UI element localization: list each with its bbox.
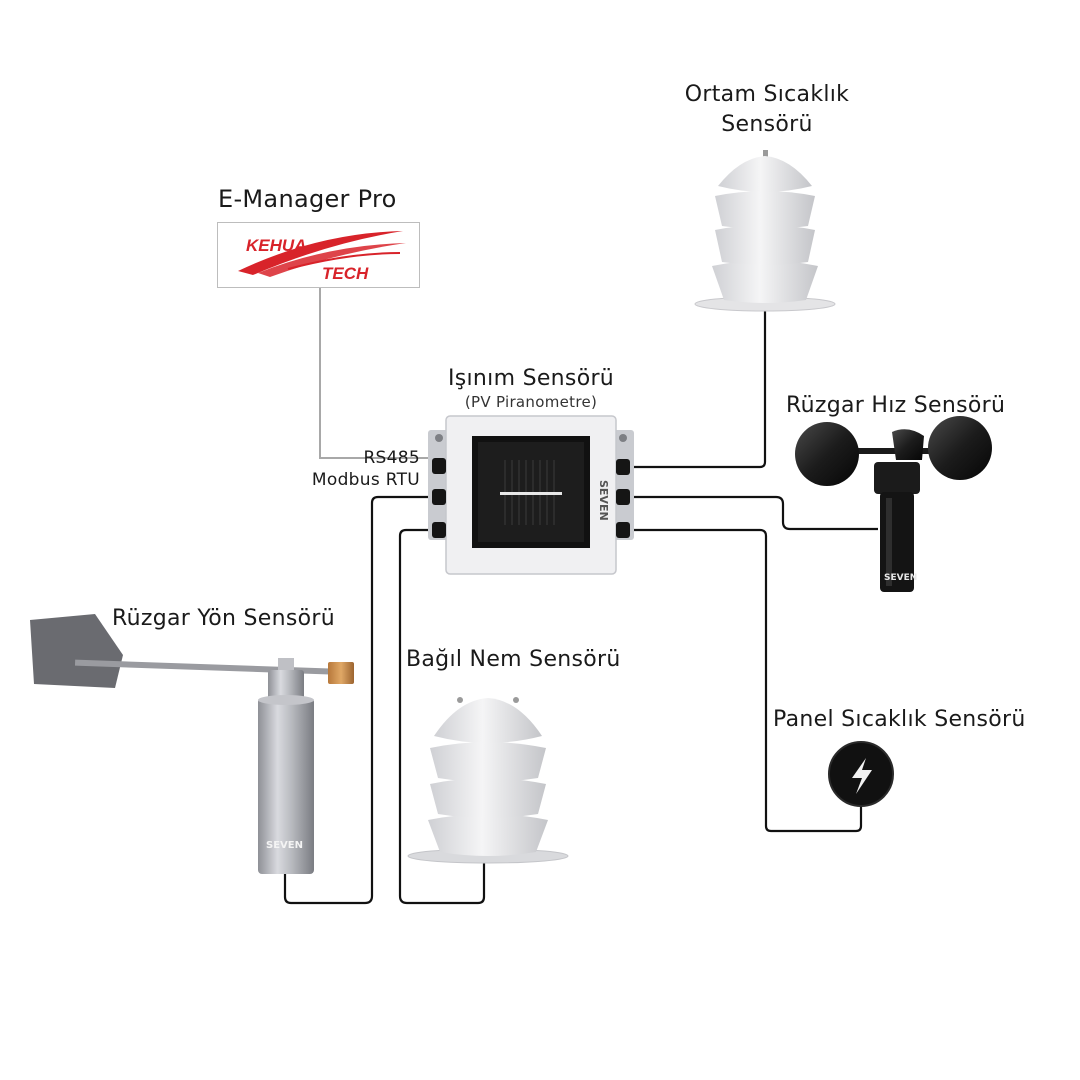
ruzgar-yon-brand-text: SEVEN bbox=[266, 840, 303, 851]
tech-text: TECH bbox=[322, 264, 369, 283]
isinim-brand-text: SEVEN bbox=[597, 480, 610, 521]
cables bbox=[283, 310, 878, 905]
isinim-label: Işınım Sensörü bbox=[447, 366, 615, 391]
ortam-label-line2: Sensörü bbox=[721, 112, 813, 137]
bagil-nem-label: Bağıl Nem Sensörü bbox=[406, 647, 621, 672]
ortam-sensor-device bbox=[694, 150, 836, 312]
panel-sicaklik-label: Panel Sıcaklık Sensörü bbox=[773, 707, 1026, 732]
kehua-swoosh-icon: KEHUA TECH bbox=[238, 231, 406, 283]
isinim-sensor-device: SEVEN bbox=[428, 415, 634, 575]
ruzgar-hiz-brand-text: SEVEN bbox=[884, 573, 917, 583]
cable-ruzgar-yon bbox=[283, 495, 432, 905]
cable-bagil-nem bbox=[398, 528, 486, 905]
cable-ruzgar-hiz bbox=[628, 495, 878, 531]
modbus-label: Modbus RTU bbox=[311, 470, 420, 490]
cable-panel bbox=[628, 528, 863, 833]
panel-sicaklik-device bbox=[828, 741, 894, 807]
kehua-text: KEHUA bbox=[246, 236, 306, 255]
rs485-cable bbox=[319, 288, 434, 459]
ruzgar-yon-device: SEVEN bbox=[30, 614, 354, 874]
ruzgar-hiz-device: SEVEN bbox=[795, 416, 992, 592]
ortam-label-line1: Ortam Sıcaklık bbox=[684, 82, 850, 107]
bagil-nem-device bbox=[407, 697, 569, 864]
isinim-sublabel: (PV Piranometre) bbox=[464, 393, 598, 411]
kehua-tech-logo: KEHUA TECH bbox=[217, 222, 420, 288]
ruzgar-hiz-label: Rüzgar Hız Sensörü bbox=[786, 393, 1006, 418]
emanager-label: E-Manager Pro bbox=[218, 185, 397, 213]
ruzgar-yon-label: Rüzgar Yön Sensörü bbox=[112, 606, 335, 631]
bolt-icon bbox=[852, 758, 872, 794]
rs485-label: RS485 bbox=[363, 448, 420, 468]
cable-ortam bbox=[628, 310, 767, 469]
